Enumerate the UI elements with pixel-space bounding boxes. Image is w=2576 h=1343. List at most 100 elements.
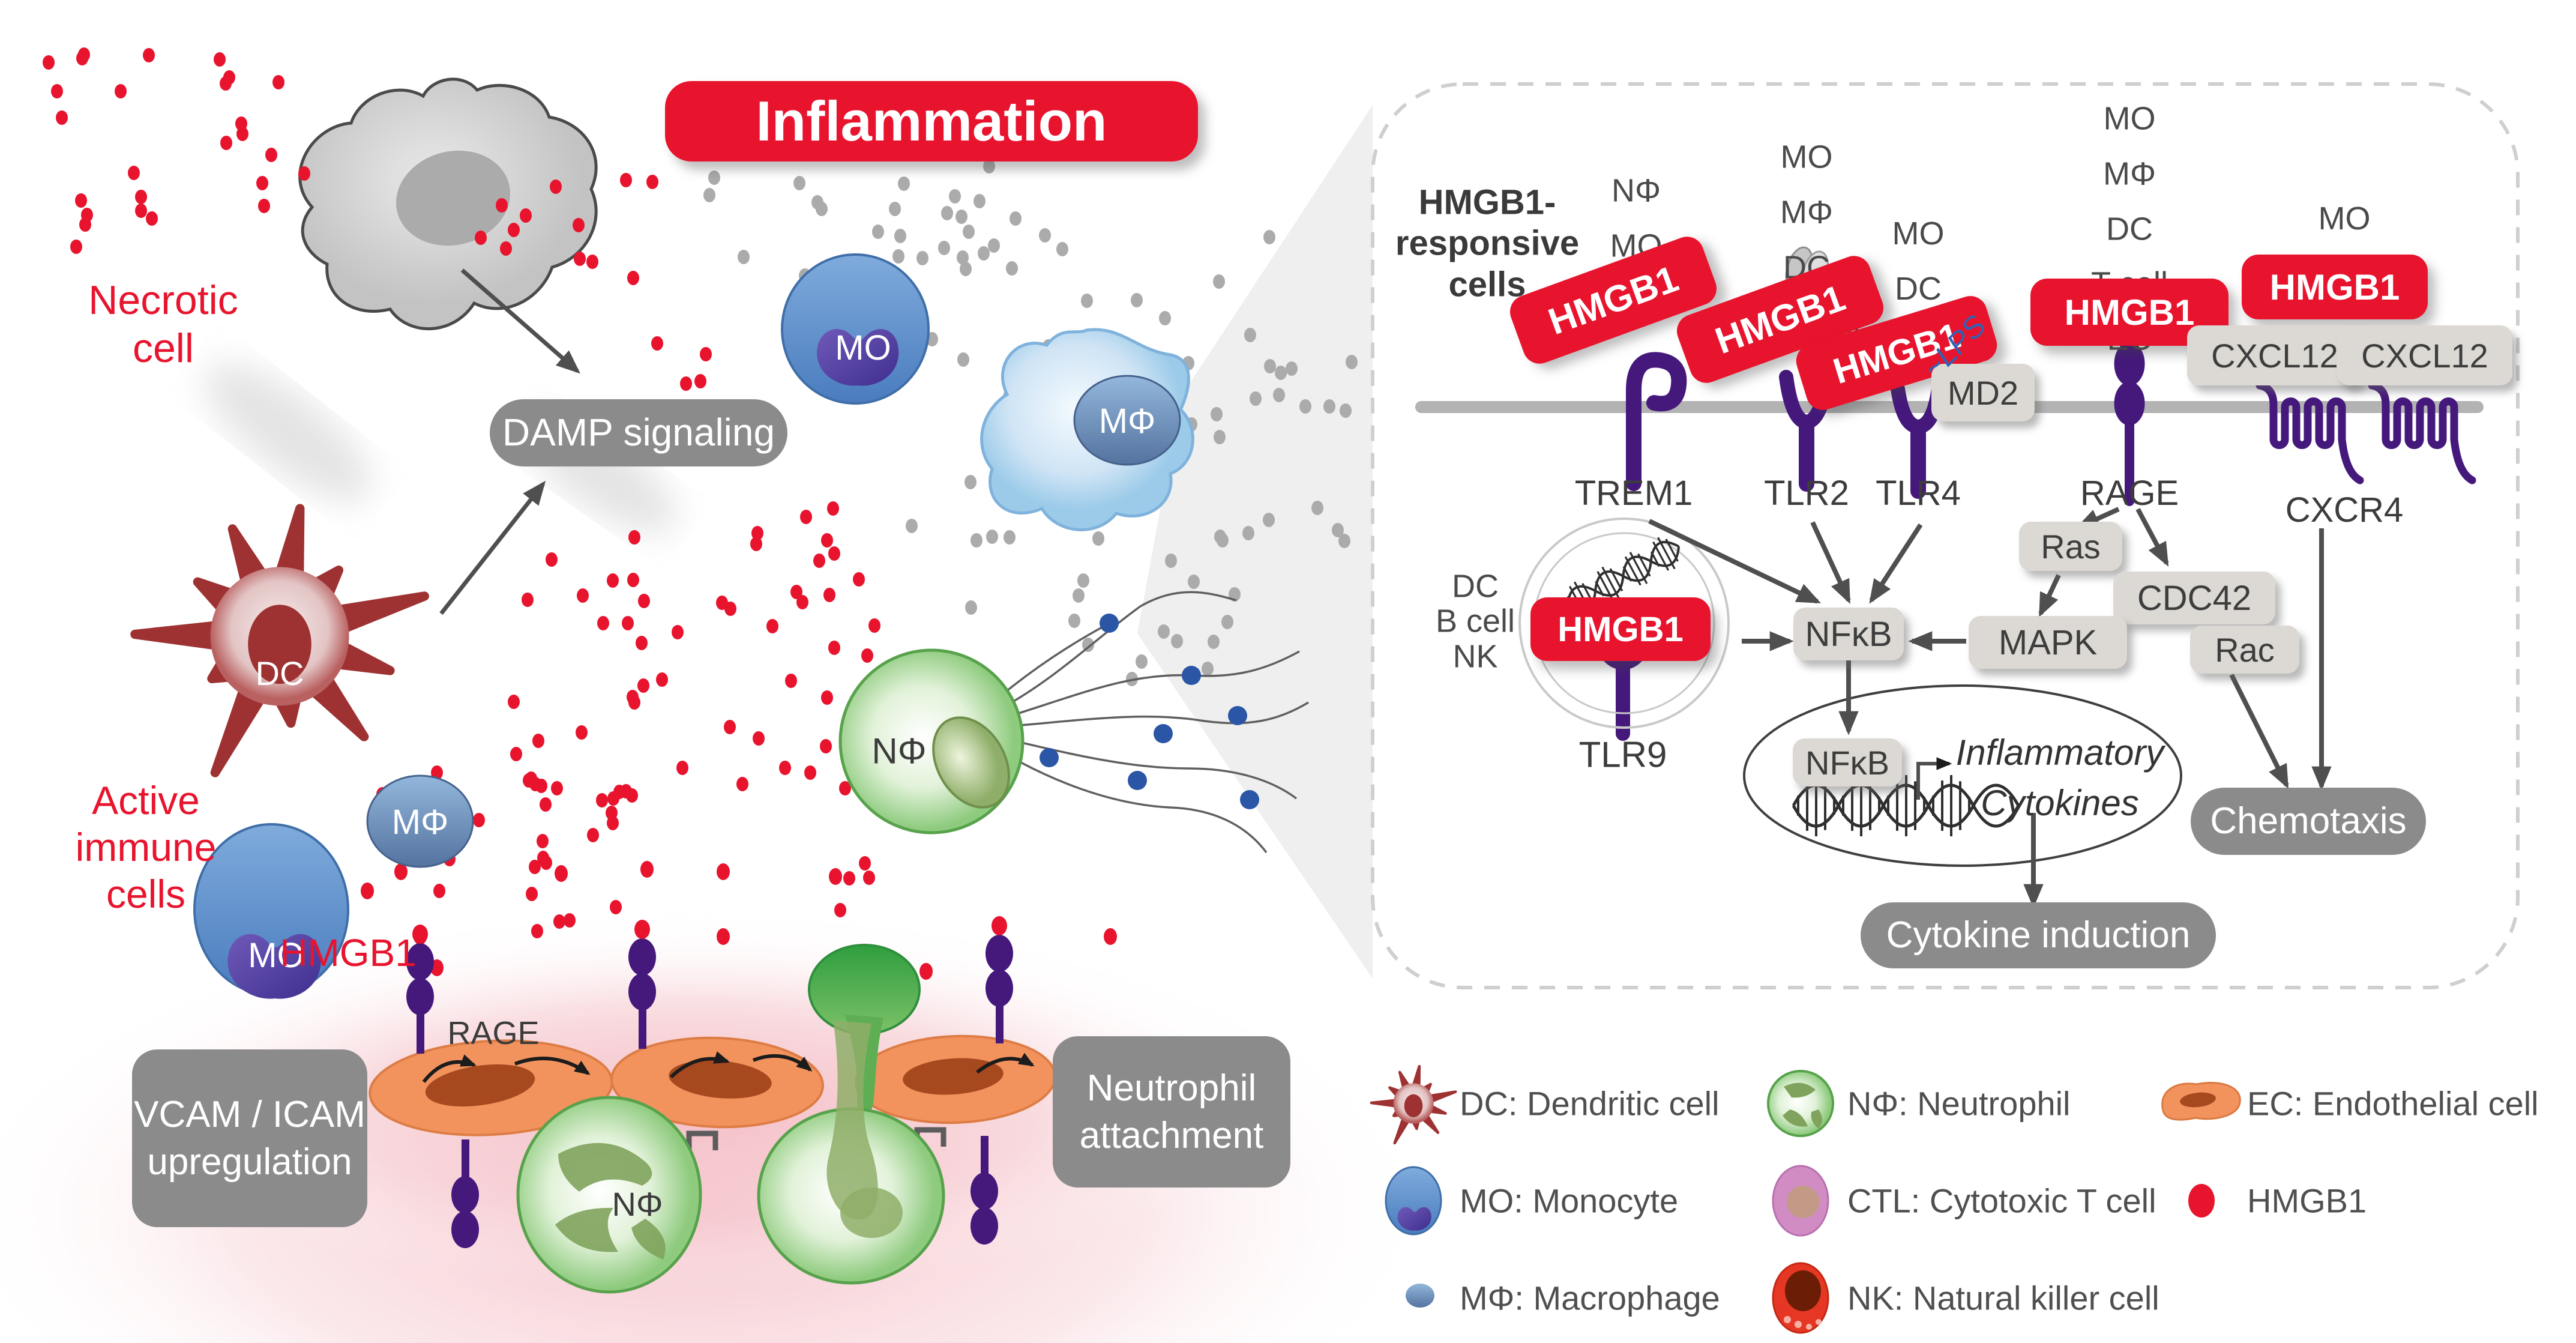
monocyte-label-upper: MO: [835, 328, 891, 367]
dna-rung: [1652, 541, 1670, 571]
neutrophil-cell-net: [838, 591, 1309, 854]
particle-dot: [78, 47, 90, 62]
neutrophil-icon: [1767, 1070, 1834, 1137]
particle-dot: [859, 856, 871, 871]
md2-box: MD2: [1931, 364, 2035, 421]
particle-dot: [431, 765, 443, 780]
particle-dot: [473, 813, 485, 827]
particle-dot: [941, 206, 953, 220]
particle-dot: [135, 190, 147, 204]
particle-dot: [496, 198, 508, 213]
particle-dot: [796, 595, 808, 609]
zoom-wedge: [1137, 105, 1373, 979]
particle-dot: [1159, 311, 1171, 325]
legend-label-nphi: NΦ: Neutrophil: [1847, 1084, 2071, 1123]
dna-rung: [1596, 571, 1614, 601]
particle-dot: [1214, 430, 1226, 444]
dendrite-spike: [130, 620, 225, 651]
particle-dot: [834, 903, 846, 917]
active-immune-cells-label: Active immune cells: [75, 778, 217, 916]
macrophage-cell-lower: [366, 774, 474, 868]
nk-icon: [1772, 1262, 1829, 1334]
particle-dot: [800, 510, 812, 524]
tlr4-label: TLR4: [1876, 473, 1961, 513]
rage-receptor-up: [986, 916, 1013, 1043]
particle-dot: [1004, 530, 1016, 545]
macrophage-label-lower: MΦ: [391, 802, 449, 842]
particle-dot: [597, 616, 609, 630]
particle-dot: [983, 159, 995, 174]
legend-label-dc: DC: Dendritic cell: [1460, 1084, 1720, 1123]
particle-dot: [938, 241, 950, 255]
particle-dot: [1221, 615, 1233, 629]
particle-dot: [627, 573, 639, 587]
particle-dot: [265, 148, 277, 162]
particle-dot: [863, 871, 875, 885]
legend-label-mo: MO: Monocyte: [1460, 1182, 1679, 1220]
tlr4-cell-list: MO DC: [1892, 216, 1945, 307]
particle-dot: [861, 648, 873, 663]
particle-dot: [868, 618, 880, 633]
particle-dot: [916, 251, 928, 265]
particle-dot: [1286, 361, 1298, 376]
particle-dot: [586, 255, 598, 269]
particle-dot: [56, 110, 68, 125]
particle-dot: [1068, 614, 1080, 628]
particle-dot: [574, 252, 586, 266]
particle-dot: [1131, 293, 1143, 307]
particle-dot: [1006, 261, 1018, 276]
rage-receptor-up: [628, 920, 656, 1049]
vcam-icam-badge: VCAM / ICAM upregulation: [132, 1049, 367, 1227]
particle-dot: [75, 193, 87, 208]
particle-dot: [978, 246, 990, 261]
hmgb1-dot: [717, 863, 730, 880]
particle-dot: [1136, 654, 1148, 669]
figure-title-text: Inflammation: [756, 89, 1107, 152]
particle-dot: [1346, 355, 1358, 369]
dna-rung: [1629, 552, 1648, 584]
particle-dot: [577, 588, 589, 603]
arrow-trem1-nfkb: [1648, 519, 1822, 604]
particle-dot: [971, 533, 983, 548]
particle-dot: [986, 530, 998, 544]
particle-dot: [823, 588, 835, 602]
particle-dot: [1273, 388, 1285, 402]
particle-dot: [804, 765, 816, 780]
particle-dot: [1213, 274, 1225, 289]
particle-dot: [607, 816, 619, 830]
signal-arrows: [1648, 507, 2332, 908]
particle-dot: [540, 856, 552, 870]
neutrophil-transmigrating: [757, 944, 945, 1285]
particle-dot: [607, 573, 619, 588]
particle-dot: [553, 914, 565, 929]
particle-dot: [1323, 399, 1335, 414]
legend-label-ctl: CTL: Cytotoxic T cell: [1847, 1182, 2156, 1220]
particle-dot: [1171, 634, 1183, 648]
particle-dot: [622, 616, 634, 630]
rage-label-left: RAGE: [447, 1015, 540, 1052]
particle-dot: [235, 116, 247, 131]
dendritic-nucleus: [1404, 1094, 1423, 1118]
chemotaxis-badge: Chemotaxis: [2191, 788, 2426, 855]
dna-rung: [1665, 539, 1679, 562]
particle-dot: [638, 594, 650, 608]
particle-dot: [636, 636, 648, 650]
endothelial-cell-icon: [2161, 1082, 2241, 1121]
particle-dot: [475, 231, 487, 245]
legend-label-hmgb1: HMGB1: [2247, 1182, 2367, 1220]
dendritic-cell-icon: [1370, 1064, 1457, 1145]
arrow-tlr2-nfkb: [1810, 521, 1851, 605]
legend-label-mphi: MΦ: Macrophage: [1460, 1279, 1720, 1317]
particle-dot: [779, 761, 791, 775]
arrow-ras-mapk: [2038, 574, 2061, 618]
arrow-rage-cdc42: [2135, 508, 2169, 567]
particle-dot: [828, 546, 840, 561]
particle-dot: [964, 475, 977, 489]
cxcr4-label: CXCR4: [2285, 490, 2404, 530]
particle-dot: [1165, 554, 1177, 568]
particle-dot: [433, 884, 445, 898]
inflammatory-cytokines-label: Inflammatory Cytokines: [1955, 732, 2164, 823]
hmgb1-box-cxcr4: HMGB1: [2242, 255, 2428, 319]
particle-dot: [596, 793, 608, 807]
